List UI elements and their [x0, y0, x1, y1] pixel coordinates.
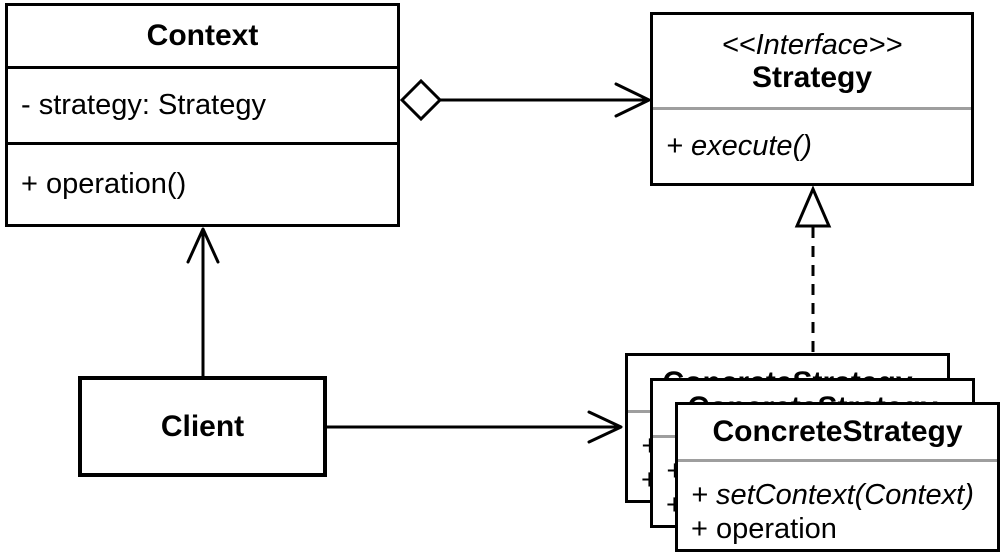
class-box-strategy-interface: <<Interface>> Strategy + execute(): [650, 12, 974, 186]
interface-stereotype: <<Interface>>: [721, 28, 903, 61]
class-box-concrete-strategy-front: ConcreteStrategy + setContext(Context) +…: [675, 402, 1000, 552]
aggregation-diamond: [399, 78, 443, 122]
class-name-concrete-strategy: ConcreteStrategy: [678, 405, 997, 462]
concrete-strategy-operations: + setContext(Context) + operation: [678, 462, 997, 549]
strategy-header: <<Interface>> Strategy: [653, 15, 971, 110]
open-arrowhead-right-2: [587, 410, 623, 444]
association-connector-client-context: [186, 227, 220, 376]
realization-hollow-triangle: [794, 185, 832, 228]
operation-operation: + operation(): [21, 168, 187, 200]
realization-connector-concrete-strategy-strategy: [794, 185, 832, 352]
operation-operation: + operation: [691, 513, 837, 545]
open-arrowhead-up: [186, 227, 220, 264]
class-box-client: Client: [78, 376, 327, 477]
association-connector-client-concrete-strategy: [327, 410, 623, 444]
class-box-context: Context - strategy: Strategy + operation…: [5, 3, 400, 227]
operation-execute: + execute(): [666, 130, 812, 162]
aggregation-connector-context-strategy: [399, 78, 651, 122]
open-arrowhead-right: [614, 82, 651, 118]
class-name-strategy: Strategy: [751, 60, 873, 94]
class-name-context: Context: [8, 6, 397, 69]
class-name-client: Client: [160, 409, 245, 443]
attribute-strategy: - strategy: Strategy: [8, 69, 397, 145]
operation-set-context: + setContext(Context): [691, 479, 974, 511]
